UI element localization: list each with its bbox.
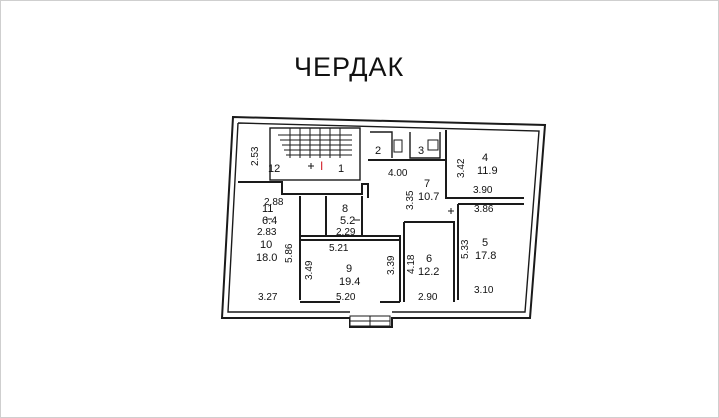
stair-block [269, 127, 361, 181]
room-number-7: 7 [424, 178, 430, 190]
outer-wall-outer [220, 115, 547, 328]
dimension-label: 3.35 [405, 190, 416, 210]
dimension-label: 3.10 [474, 285, 494, 296]
toilet-icon [393, 139, 403, 153]
outer-wall-inner [227, 122, 540, 313]
room-area-5: 17.8 [475, 250, 496, 262]
wall-rooms-4-7 [368, 130, 524, 199]
wall-wc [370, 131, 441, 159]
dimension-label: 5.33 [460, 239, 471, 259]
plan-title: ЧЕРДАК [294, 52, 405, 82]
dimension-label: 3.27 [258, 292, 278, 303]
room-area-10: 18.0 [256, 252, 277, 264]
window-icon [349, 315, 391, 327]
room-number-9: 9 [346, 263, 352, 275]
wall-middle [299, 196, 401, 302]
dimension-labels: 2.53 4.00 3.42 3.90 2.88 3.35 3.86 2.83 … [250, 146, 494, 303]
dimension-label: 2.29 [336, 227, 356, 238]
room-number-11: 11 [262, 203, 273, 215]
room-area-6: 12.2 [418, 266, 439, 278]
room-area-7: 10.7 [418, 191, 439, 203]
fixtures [393, 139, 439, 153]
walls [220, 115, 547, 328]
room-number-12: 12 [268, 163, 280, 175]
dimension-label: 5.86 [284, 243, 295, 263]
room-number-4: 4 [482, 152, 488, 164]
room-area-11: 6.4 [262, 215, 277, 227]
room-number-8: 8 [342, 203, 348, 215]
room-area-9: 19.4 [339, 276, 360, 288]
dimension-label: 5.21 [329, 243, 349, 254]
room-area-8: 5.2 [340, 215, 355, 227]
dimension-label: 5.20 [336, 292, 356, 303]
dimension-label: 2.88 [264, 197, 284, 208]
dimension-label: 3.86 [474, 204, 494, 215]
tick-marks [266, 163, 454, 221]
room-number-3: 3 [418, 145, 424, 157]
room-number-6: 6 [426, 253, 432, 265]
sink-icon [427, 139, 439, 151]
room-area-4: 11.9 [477, 165, 498, 177]
room-number-10: 10 [260, 239, 272, 251]
dimension-label: 3.49 [304, 260, 315, 280]
wall-corridor [238, 181, 369, 198]
room-number-2: 2 [375, 145, 381, 157]
dimension-label: 3.39 [386, 255, 397, 275]
room-number-5: 5 [482, 237, 488, 249]
dimension-label: 2.90 [418, 292, 438, 303]
dimension-label: 2.83 [257, 227, 277, 238]
dimension-label: 2.53 [250, 146, 261, 166]
dimension-label: 4.18 [406, 254, 417, 274]
room-number-1: 1 [338, 163, 344, 175]
dimension-label: 3.42 [456, 158, 467, 178]
section-marker: I [320, 159, 323, 173]
room-labels: 12 1 2 3 4 11.9 7 10.7 11 6.4 8 5.2 10 1… [256, 145, 498, 288]
stair-treads [278, 128, 352, 158]
wall-room-5 [457, 203, 524, 300]
dimension-label: 4.00 [388, 168, 408, 179]
dimension-label: 3.90 [473, 185, 493, 196]
wall-room-6 [403, 221, 455, 302]
